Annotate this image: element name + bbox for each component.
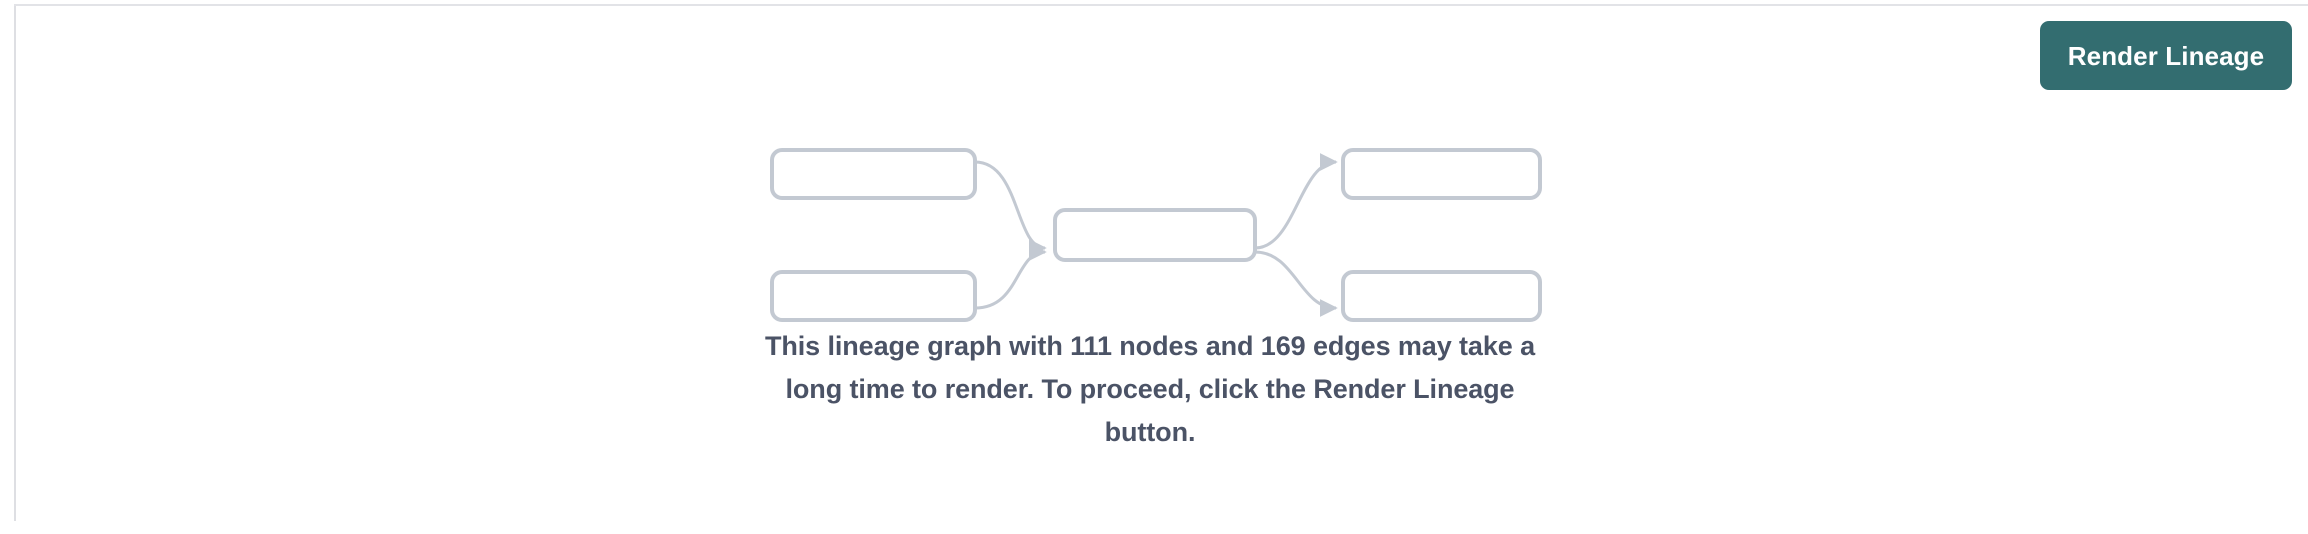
- edge-left-top-to-center: [974, 160, 1047, 257]
- edge-left-bottom-to-center: [974, 243, 1047, 310]
- placeholder-node-left-top: [770, 148, 977, 200]
- panel-top-divider: [14, 4, 2308, 6]
- placeholder-node-right-bottom: [1341, 270, 1542, 322]
- panel-left-divider: [14, 6, 16, 521]
- placeholder-node-left-bottom: [770, 270, 977, 322]
- edge-center-to-right-top: [1254, 153, 1338, 250]
- placeholder-node-center: [1053, 208, 1257, 262]
- placeholder-node-right-top: [1341, 148, 1542, 200]
- render-lineage-button[interactable]: Render Lineage: [2040, 21, 2292, 90]
- lineage-graph-placeholder: [740, 120, 1560, 322]
- lineage-warning-message: This lineage graph with 111 nodes and 16…: [764, 331, 1535, 447]
- edge-center-to-right-bottom: [1254, 250, 1338, 317]
